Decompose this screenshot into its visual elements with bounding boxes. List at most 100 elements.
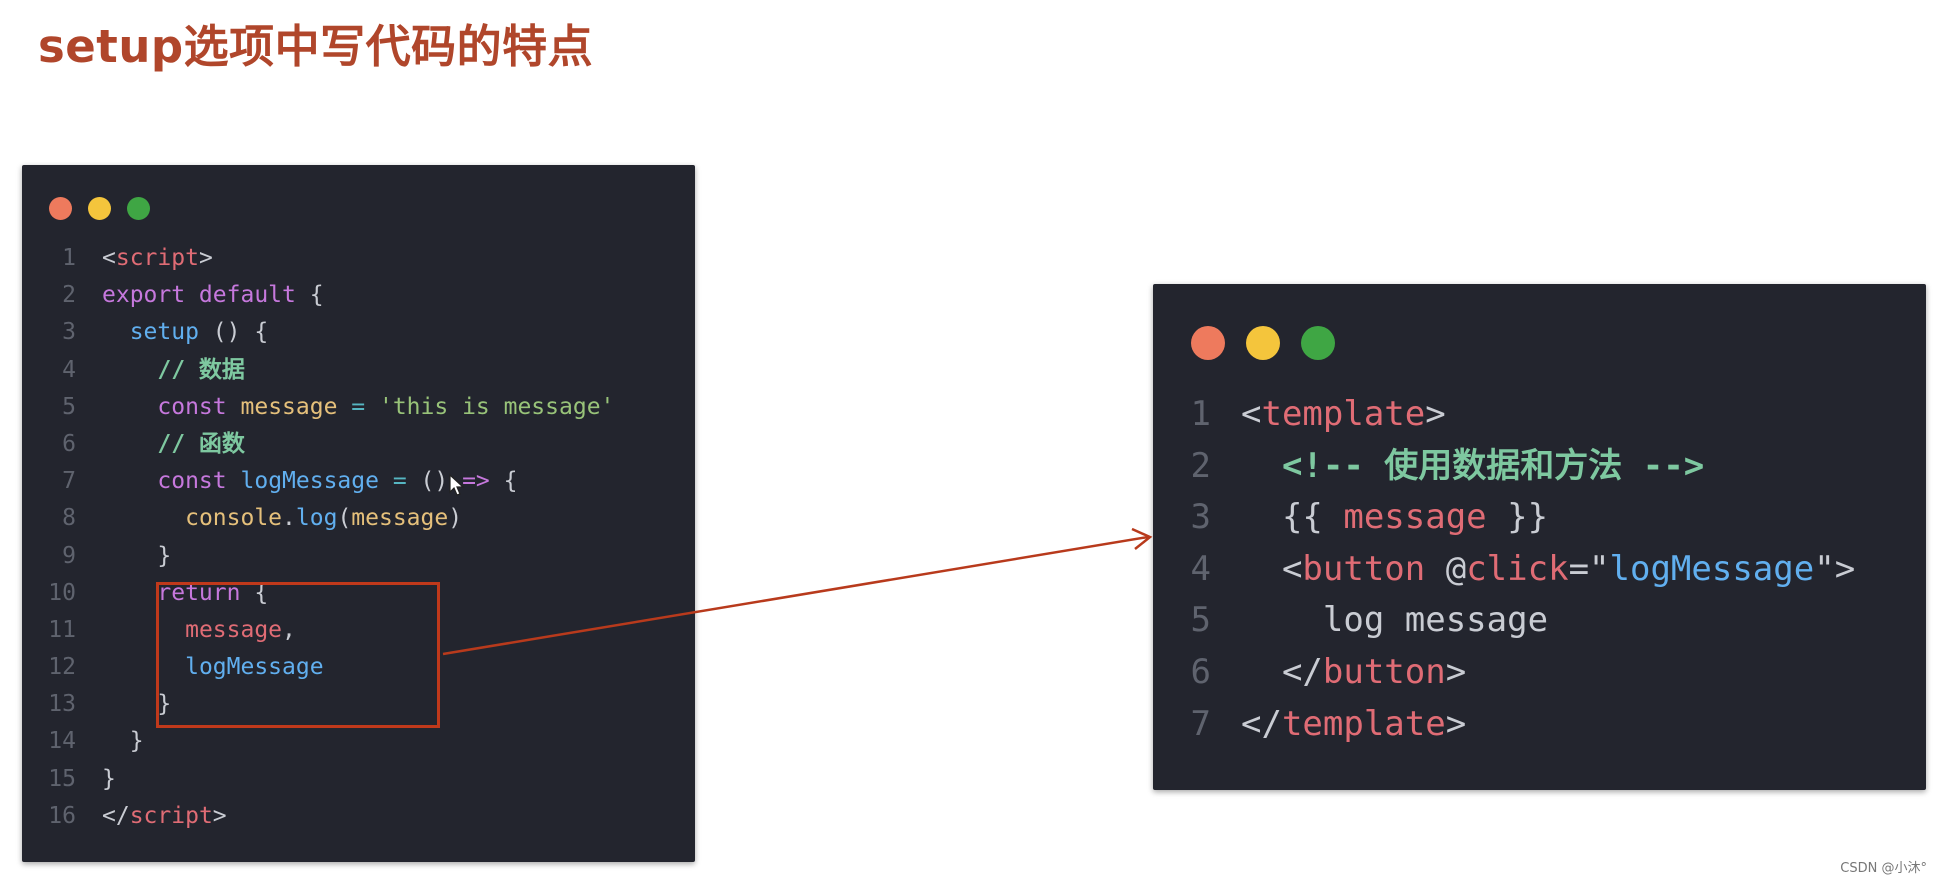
line-number: 2: [62, 282, 76, 309]
code-token: ">: [1814, 548, 1856, 589]
line-number: 5: [1190, 600, 1211, 641]
code-token: [102, 394, 157, 420]
code-token: console: [185, 505, 283, 532]
line-number: 10: [48, 579, 76, 606]
line-number: 6: [62, 430, 76, 457]
code-token: [102, 505, 185, 531]
line-number: 7: [1190, 703, 1211, 744]
code-token: script: [129, 802, 213, 829]
code-token: // 函数: [157, 430, 245, 457]
code-line: 8 console.log(message): [22, 500, 614, 537]
code-token: ): [448, 505, 463, 532]
code-token: @: [1425, 548, 1467, 589]
code-token: const: [157, 393, 227, 420]
close-dot-icon: [49, 197, 72, 220]
code-text: }: [102, 723, 144, 760]
code-line: 2 <!-- 使用数据和方法 -->: [1153, 441, 1855, 493]
code-text: <script>: [102, 240, 213, 277]
maximize-dot-icon: [127, 197, 150, 220]
code-token: >: [1445, 703, 1467, 744]
code-text: console.log(message): [102, 500, 462, 537]
code-token: logMessage: [240, 468, 379, 495]
code-token: >: [1445, 651, 1467, 692]
code-token: click: [1466, 548, 1569, 589]
line-number: 11: [48, 616, 76, 643]
minimize-dot-icon: [88, 197, 111, 220]
mouse-cursor-icon: [449, 473, 465, 496]
line-number: 5: [62, 393, 76, 420]
maximize-dot-icon: [1301, 326, 1335, 360]
code-token: [102, 357, 157, 383]
code-line: 12 logMessage: [22, 649, 614, 686]
code-token: script: [115, 245, 199, 271]
code-text: const logMessage = () => {: [102, 463, 517, 500]
line-number: 1: [62, 245, 76, 271]
code-token: =>: [448, 468, 504, 495]
window-controls: [1191, 326, 1335, 360]
code-token: message: [240, 393, 338, 420]
code-text: }: [102, 761, 116, 798]
code-text: {{ message }}: [1241, 492, 1548, 544]
code-token: message: [185, 616, 283, 643]
code-token: [102, 319, 130, 345]
code-token: }: [102, 691, 172, 718]
code-token: >: [198, 245, 213, 271]
code-token: {{: [1241, 497, 1344, 538]
line-number: 7: [62, 468, 76, 495]
code-line: 16</script>: [22, 798, 614, 835]
line-number: 16: [48, 802, 76, 829]
code-token: ,: [282, 616, 296, 643]
code-line: 5 log message: [1153, 595, 1855, 647]
code-token: </: [102, 802, 130, 829]
code-token: [102, 468, 157, 494]
code-line: 4 // 数据: [22, 352, 614, 389]
line-number: 2: [1190, 445, 1211, 486]
code-line: 1 <script>: [22, 240, 614, 277]
code-line: 1<template>: [1153, 389, 1855, 441]
code-token: }: [102, 765, 116, 792]
code-token: log message: [1241, 600, 1549, 641]
code-line: 7 const logMessage = () => {: [22, 463, 614, 500]
code-token: >: [1425, 394, 1446, 434]
code-token: <: [102, 245, 116, 271]
code-token: message: [1343, 497, 1487, 538]
code-token: (: [337, 505, 352, 532]
code-line: 6 </button>: [1153, 647, 1855, 699]
code-token: <!-- 使用数据和方法 -->: [1281, 445, 1705, 486]
code-line: 7</template>: [1153, 699, 1855, 751]
arrow-head-icon: [1131, 527, 1153, 550]
code-text: // 数据: [102, 352, 245, 389]
code-token: }: [102, 728, 144, 755]
code-token: button: [1322, 651, 1446, 692]
line-number: 13: [48, 691, 76, 718]
code-token: {: [295, 282, 324, 309]
code-line: 3 setup () {: [22, 314, 614, 351]
code-line: 13 }: [22, 686, 614, 723]
code-text: }: [102, 538, 171, 575]
code-token: // 数据: [157, 356, 245, 383]
code-token: log: [295, 505, 338, 532]
code-token: [227, 468, 241, 494]
code-token: {: [503, 468, 518, 495]
code-line: 5 const message = 'this is message': [22, 389, 614, 426]
code-token: =: [337, 393, 379, 420]
line-number: 15: [48, 765, 76, 792]
code-line: 3 {{ message }}: [1153, 492, 1855, 544]
code-token: [1241, 446, 1282, 486]
code-token: .: [282, 505, 296, 532]
template-code-lines: 1<template>2 <!-- 使用数据和方法 -->3 {{ messag…: [1153, 389, 1856, 751]
code-line: 9 }: [22, 538, 614, 575]
window-controls: [49, 197, 150, 220]
code-token: =: [378, 468, 421, 495]
line-number: 3: [1190, 497, 1211, 538]
line-number: 14: [48, 728, 76, 755]
line-number: 9: [62, 542, 76, 569]
code-token: logMessage: [1609, 548, 1815, 589]
code-text: message,: [102, 612, 296, 649]
code-token: const: [157, 468, 227, 495]
code-token: </: [1241, 651, 1323, 692]
code-text: const message = 'this is message': [102, 389, 614, 426]
code-token: () {: [198, 319, 269, 346]
